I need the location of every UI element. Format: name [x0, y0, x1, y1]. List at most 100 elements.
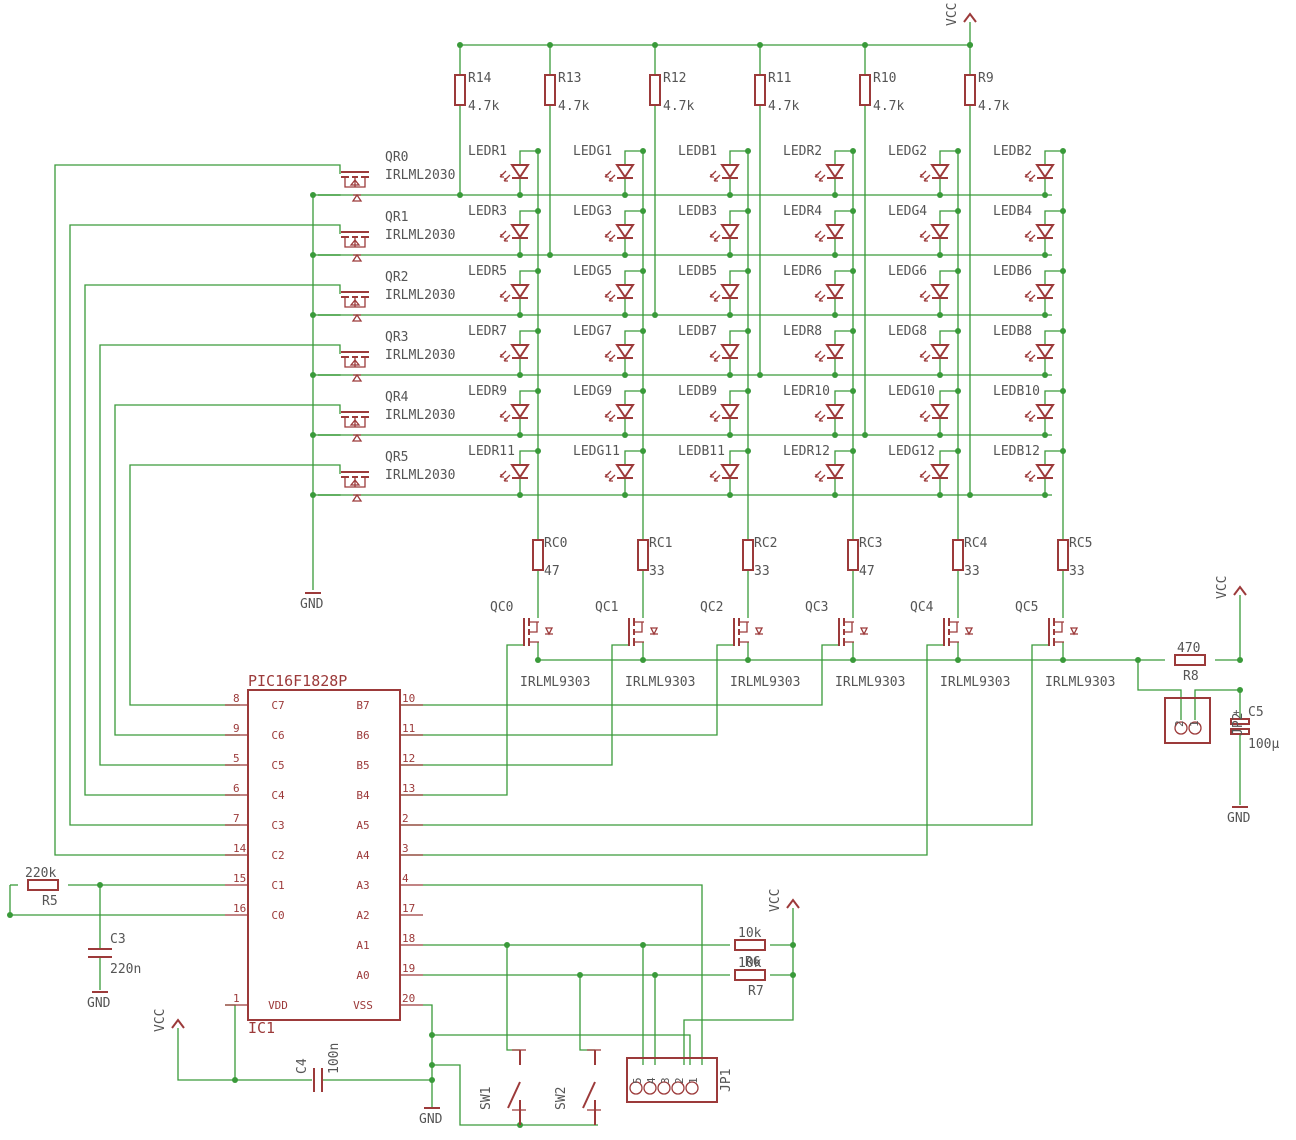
- resistor-value-rc1: 33: [649, 564, 665, 579]
- fet-diode-icon: [544, 627, 554, 636]
- junction-dot: [1042, 312, 1048, 318]
- vcc-right-label: VCC: [1215, 576, 1230, 599]
- gnd-ic-label: GND: [419, 1112, 443, 1127]
- resistor-name-rc2: RC2: [754, 536, 777, 551]
- led-label-ledg10: LEDG10: [888, 384, 935, 399]
- jp1-connector: [626, 1057, 718, 1103]
- fet-arrow-icon: [349, 358, 361, 366]
- led-diode-icon: [930, 404, 950, 419]
- led-diode-icon: [720, 224, 740, 239]
- ic-pin-name-c3: C3: [271, 819, 284, 832]
- resistor-r13: [544, 74, 556, 106]
- vcc-switch: [786, 898, 800, 909]
- r6-value: 10k: [738, 926, 762, 941]
- led-anode-wire: [939, 450, 958, 465]
- light-arrows-icon: [499, 470, 511, 482]
- junction-dot: [850, 328, 856, 334]
- light-arrows-icon: [499, 170, 511, 182]
- junction-dot: [955, 268, 961, 274]
- led-anode-wire: [624, 330, 643, 345]
- resistor-rc3: [847, 539, 859, 571]
- light-arrows-icon: [919, 410, 931, 422]
- switch-gnd-bus: [432, 1064, 598, 1126]
- led-diode-icon: [1035, 164, 1055, 179]
- led-anode-wire: [834, 270, 853, 285]
- fet-part-qc2: IRLML9303: [730, 675, 800, 690]
- r5-name: R5: [42, 894, 58, 909]
- c5-polarity: +: [1233, 706, 1240, 719]
- junction-dot: [850, 388, 856, 394]
- led-ledb4: [1024, 224, 1055, 242]
- vcc-left: [171, 1018, 185, 1029]
- junction-dot: [832, 432, 838, 438]
- fet-part-qc3: IRLML9303: [835, 675, 905, 690]
- led-anode-wire: [519, 150, 538, 165]
- fet-part-qr2: IRLML2030: [385, 288, 455, 303]
- resistor-rc0: [532, 539, 544, 571]
- c3-name: C3: [110, 932, 126, 947]
- led-anode-wire: [519, 270, 538, 285]
- led-label-ledr2: LEDR2: [783, 144, 822, 159]
- fet-arrow-icon: [349, 478, 361, 486]
- jp1-pin-icon: [657, 1081, 671, 1095]
- led-ledg1: [604, 164, 635, 182]
- sw1-label: SW1: [479, 1087, 494, 1110]
- r7-value: 10k: [738, 956, 762, 971]
- light-arrows-icon: [709, 170, 721, 182]
- junction-dot: [622, 192, 628, 198]
- fet-name-qc1: QC1: [595, 600, 618, 615]
- c5-plate-minus: [1230, 728, 1250, 735]
- fet-part-qr4: IRLML2030: [385, 408, 455, 423]
- led-diode-icon: [825, 464, 845, 479]
- ic-pin-name-a4: A4: [356, 849, 370, 862]
- light-arrows-icon: [919, 230, 931, 242]
- led-ledb6: [1024, 284, 1055, 302]
- jp1-pin-label-1: 1: [687, 1077, 700, 1084]
- fet-part-qr0: IRLML2030: [385, 168, 455, 183]
- ic-ref-label: IC1: [248, 1019, 275, 1037]
- fet-qc3: [838, 618, 869, 646]
- junction-dot: [955, 448, 961, 454]
- junction-dot: [727, 192, 733, 198]
- light-arrows-icon: [814, 230, 826, 242]
- junction-dot: [1060, 148, 1066, 154]
- light-arrows-icon: [814, 470, 826, 482]
- fet-diode-icon: [351, 493, 363, 502]
- led-diode-icon: [615, 344, 635, 359]
- gnd-rows-label: GND: [300, 597, 324, 612]
- fet-body: [1054, 621, 1064, 643]
- junction-dot: [640, 268, 646, 274]
- resistor-r12: [649, 74, 661, 106]
- led-ledg6: [919, 284, 950, 302]
- led-anode-wire: [729, 210, 748, 225]
- led-ledr3: [499, 224, 530, 242]
- resistor-name-r9: R9: [978, 71, 994, 86]
- led-anode-wire: [834, 210, 853, 225]
- junction-dot: [745, 148, 751, 154]
- row-gate-wire-0: [54, 164, 341, 856]
- resistor-name-rc4: RC4: [964, 536, 988, 551]
- jp1-label: JP1: [719, 1069, 734, 1092]
- led-anode-wire: [834, 330, 853, 345]
- resistor-r7: [734, 969, 766, 981]
- sw2-contacts: [587, 1049, 601, 1111]
- led-ledg12: [919, 464, 950, 482]
- resistor-name-r14: R14: [468, 71, 492, 86]
- led-ledg3: [604, 224, 635, 242]
- sw2-wire: [579, 975, 595, 1051]
- junction-dot: [727, 372, 733, 378]
- fet-diode-icon: [351, 253, 363, 262]
- junction-dot: [1060, 208, 1066, 214]
- resistor-name-r12: R12: [663, 71, 686, 86]
- led-ledb7: [709, 344, 740, 362]
- led-diode-icon: [615, 164, 635, 179]
- vcc-top-label: VCC: [945, 3, 960, 26]
- junction-dot: [1060, 328, 1066, 334]
- ic-pin-name-c6: C6: [271, 729, 284, 742]
- fet-part-qr5: IRLML2030: [385, 468, 455, 483]
- fet-part-qr1: IRLML2030: [385, 228, 455, 243]
- fet-name-qc4: QC4: [910, 600, 934, 615]
- led-anode-wire: [624, 210, 643, 225]
- resistor-value-rc5: 33: [1069, 564, 1085, 579]
- fet-arrow-icon: [349, 178, 361, 186]
